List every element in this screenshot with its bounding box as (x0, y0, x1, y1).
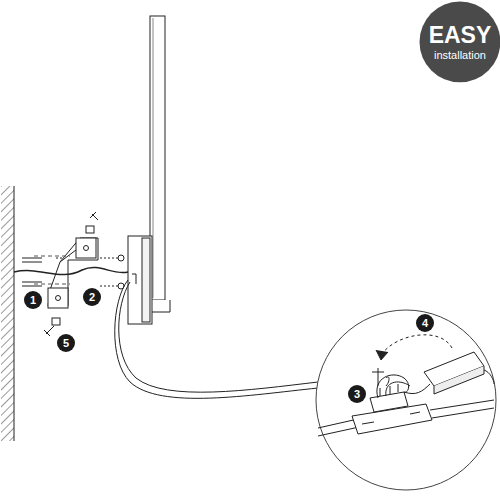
plate-slot (362, 412, 420, 424)
screw (100, 258, 118, 259)
screw-tip (90, 212, 98, 220)
callout-number: 5 (57, 334, 75, 352)
wire (404, 384, 430, 394)
lead-cable (115, 280, 318, 398)
guide-line (34, 284, 70, 285)
callout-number: 2 (83, 288, 101, 306)
bracket-hole (56, 296, 61, 301)
rotate-arrow (386, 377, 389, 386)
plate-side (142, 238, 150, 322)
badge-circle: EASYinstallation (419, 1, 500, 83)
wall-face (14, 186, 15, 441)
callout-number: 1 (24, 291, 42, 309)
guide-line (34, 256, 70, 257)
arrow-head (376, 350, 388, 360)
cover-cable (484, 370, 494, 384)
screw-line (56, 258, 64, 259)
wall-plug (22, 282, 42, 286)
screw-head (118, 255, 124, 261)
wall-hatching (1, 186, 14, 441)
nut (52, 318, 60, 325)
cover-side (434, 366, 484, 394)
detail-circle (316, 310, 496, 490)
badge-fill (420, 2, 500, 83)
bracket-hole (84, 246, 89, 251)
bracket-block (48, 288, 68, 308)
plate-hook (132, 274, 136, 284)
badge-subtitle: installation (434, 49, 486, 62)
lamp-edge (153, 18, 154, 298)
wire-loop (377, 375, 409, 398)
bracket-block (76, 238, 96, 258)
screw-tip (44, 326, 54, 336)
callout-number: 3 (348, 385, 366, 403)
badge-title: EASY (429, 22, 492, 48)
callout-number: 4 (416, 314, 434, 332)
move-arrow (382, 335, 452, 354)
screw (100, 286, 118, 287)
nut (86, 226, 94, 233)
wire (430, 400, 494, 418)
wall-plug (22, 258, 42, 262)
lead-cable (119, 282, 318, 392)
lamp-foot (150, 300, 170, 312)
wire-loop (386, 382, 410, 396)
wall-plate (128, 236, 152, 324)
terminal-screw (380, 384, 398, 396)
detail-screw (372, 368, 384, 386)
mains-cable (14, 267, 128, 274)
terminal-block (370, 392, 408, 412)
